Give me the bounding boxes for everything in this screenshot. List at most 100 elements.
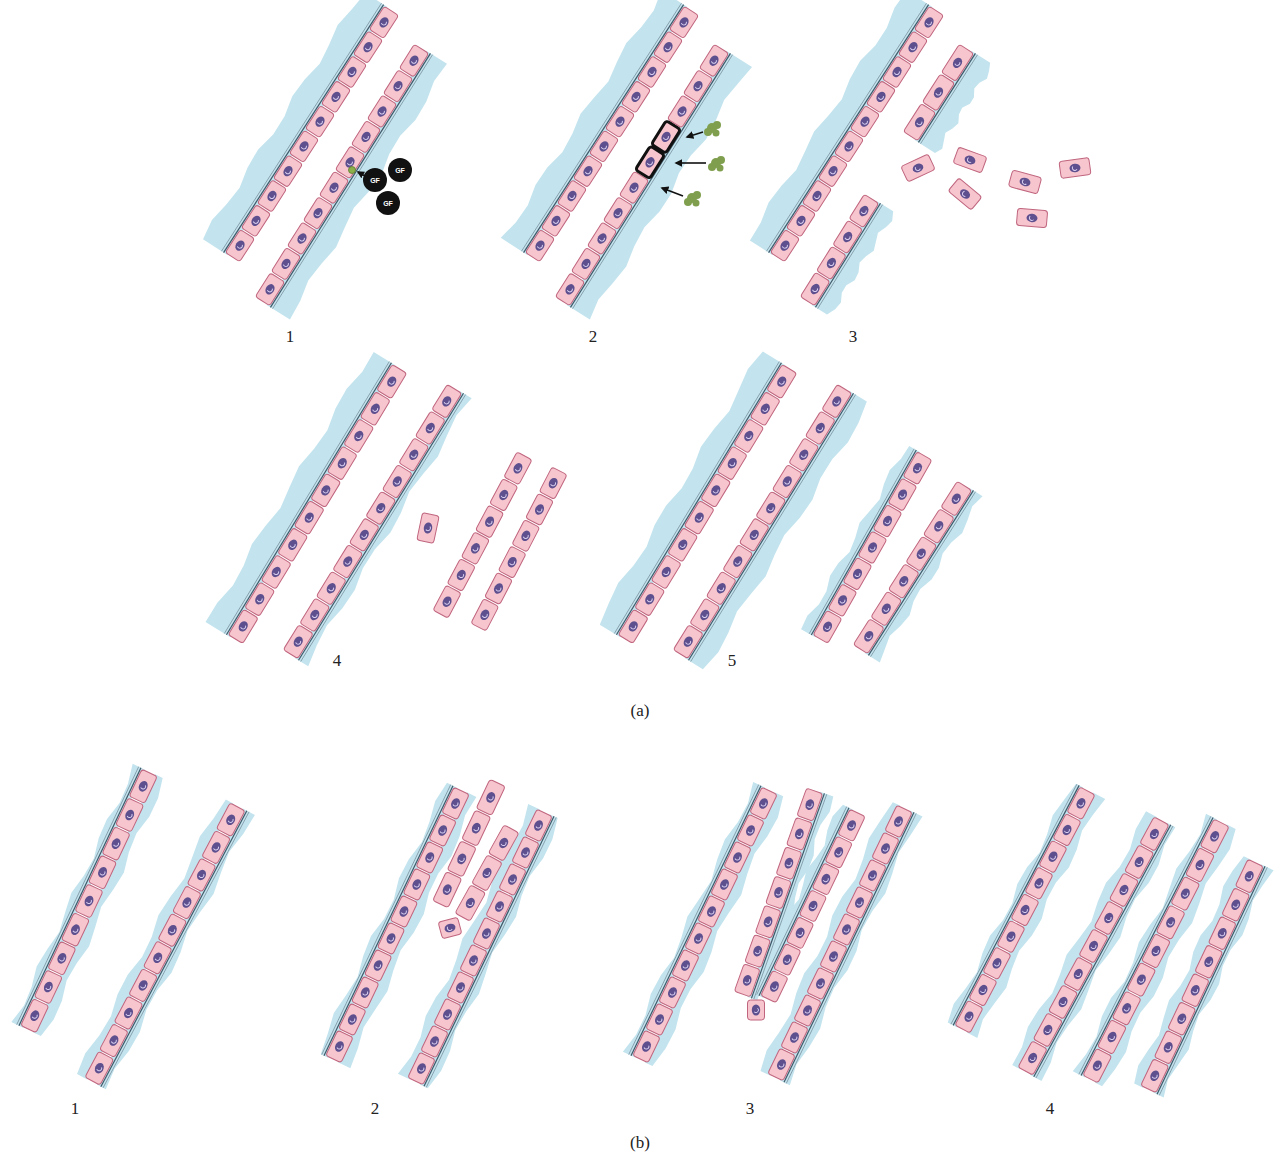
endothelial-cell bbox=[1222, 888, 1250, 922]
nucleus-highlight bbox=[372, 406, 378, 412]
nucleus-highlight bbox=[496, 586, 502, 592]
cell-body bbox=[327, 446, 357, 480]
nucleus-highlight bbox=[1091, 944, 1097, 950]
cell-nucleus bbox=[341, 555, 354, 569]
endothelial-cell bbox=[447, 559, 475, 592]
cell-nucleus bbox=[265, 189, 278, 203]
cell-nucleus bbox=[814, 421, 827, 435]
cell-body bbox=[1181, 973, 1209, 1007]
endothelial-cell bbox=[433, 872, 462, 908]
cell-body bbox=[462, 810, 491, 846]
cell-nucleus bbox=[874, 90, 887, 104]
nucleus-highlight bbox=[553, 218, 559, 224]
endothelial-cell bbox=[955, 1000, 983, 1033]
cell-body bbox=[1098, 1020, 1127, 1055]
nucleus-highlight bbox=[523, 533, 529, 539]
endothelial-cell bbox=[669, 6, 698, 38]
cell-body bbox=[789, 438, 819, 472]
nucleus-highlight bbox=[1246, 874, 1252, 880]
nucleus-highlight bbox=[447, 926, 452, 931]
membrane-line bbox=[953, 785, 1079, 1025]
cell-body bbox=[794, 994, 821, 1027]
cell-body bbox=[633, 1030, 660, 1063]
nucleus-highlight bbox=[670, 990, 676, 996]
endothelial-cell bbox=[1053, 814, 1081, 847]
nucleus-highlight bbox=[444, 887, 450, 893]
cell-nucleus bbox=[1106, 1030, 1118, 1044]
membrane-line bbox=[424, 816, 554, 1086]
endothelial-cell bbox=[102, 827, 130, 861]
nucleus-highlight bbox=[1121, 888, 1127, 894]
endothelial-cell bbox=[1154, 1030, 1182, 1064]
nucleus-highlight bbox=[748, 828, 754, 834]
endothelial-cell bbox=[673, 625, 703, 659]
cell-nucleus bbox=[709, 484, 722, 498]
endothelial-cell bbox=[723, 545, 753, 579]
membrane-line bbox=[809, 449, 914, 634]
cell-body bbox=[1064, 957, 1093, 991]
matrix-band bbox=[948, 784, 1083, 1028]
cell-nucleus bbox=[506, 555, 519, 569]
cell-body bbox=[669, 6, 698, 38]
cell-body bbox=[326, 1030, 353, 1063]
endothelial-cell bbox=[833, 220, 863, 253]
matrix-band bbox=[1073, 814, 1217, 1078]
cell-body bbox=[1156, 905, 1185, 940]
cell-body bbox=[455, 885, 486, 922]
cell-body bbox=[1016, 208, 1047, 228]
cell-body bbox=[399, 44, 428, 77]
endothelial-cell bbox=[969, 974, 997, 1007]
cell-body bbox=[766, 876, 792, 909]
endothelial-cell bbox=[473, 917, 500, 950]
nucleus-highlight bbox=[1095, 1063, 1101, 1069]
cell-body bbox=[903, 104, 935, 141]
membrane-line bbox=[951, 784, 1077, 1024]
cell-body bbox=[377, 364, 407, 398]
endothelial-cell bbox=[885, 805, 912, 838]
nucleus-highlight bbox=[631, 185, 637, 191]
cell-body bbox=[843, 557, 872, 590]
cell-nucleus bbox=[809, 282, 822, 296]
cell-nucleus bbox=[124, 808, 136, 822]
cell-nucleus bbox=[83, 894, 95, 908]
endothelial-cell bbox=[789, 438, 819, 472]
cell-nucleus bbox=[768, 980, 780, 994]
cell-body bbox=[690, 598, 720, 632]
cell-body bbox=[364, 949, 391, 982]
cell-nucleus bbox=[627, 620, 640, 634]
nucleus-highlight bbox=[1030, 1056, 1036, 1062]
nucleus-highlight bbox=[467, 901, 473, 907]
cell-nucleus bbox=[1176, 1012, 1188, 1026]
signal-arrow bbox=[358, 172, 365, 176]
cell-nucleus bbox=[879, 842, 891, 856]
membrane-line bbox=[224, 5, 384, 253]
cell-nucleus bbox=[1019, 903, 1032, 917]
matrix-band bbox=[567, 51, 752, 320]
nucleus-highlight bbox=[290, 542, 296, 548]
cell-body bbox=[724, 841, 751, 874]
cell-nucleus bbox=[436, 824, 448, 838]
endothelial-cell bbox=[504, 452, 532, 485]
endothelial-cell bbox=[589, 130, 618, 162]
matrix-band bbox=[645, 792, 783, 1066]
cell-body bbox=[557, 180, 586, 212]
cell-body bbox=[923, 509, 954, 544]
cell-nucleus bbox=[1075, 797, 1088, 811]
cell-body bbox=[637, 56, 666, 88]
cell-body bbox=[685, 922, 712, 955]
nucleus-highlight bbox=[501, 493, 507, 499]
nucleus-highlight bbox=[458, 985, 464, 991]
nucleus-highlight bbox=[901, 579, 907, 585]
cell-nucleus bbox=[233, 239, 246, 253]
endothelial-cell bbox=[786, 817, 812, 850]
cell-body bbox=[805, 411, 835, 445]
cell-nucleus bbox=[896, 488, 909, 502]
nucleus-highlight bbox=[267, 287, 273, 293]
growth-factor-cell bbox=[376, 191, 400, 215]
endothelial-cell bbox=[377, 364, 407, 398]
membrane-line bbox=[757, 807, 847, 995]
cell-nucleus bbox=[757, 797, 769, 811]
step-number: 1 bbox=[71, 1100, 80, 1117]
cell-body bbox=[498, 546, 526, 578]
